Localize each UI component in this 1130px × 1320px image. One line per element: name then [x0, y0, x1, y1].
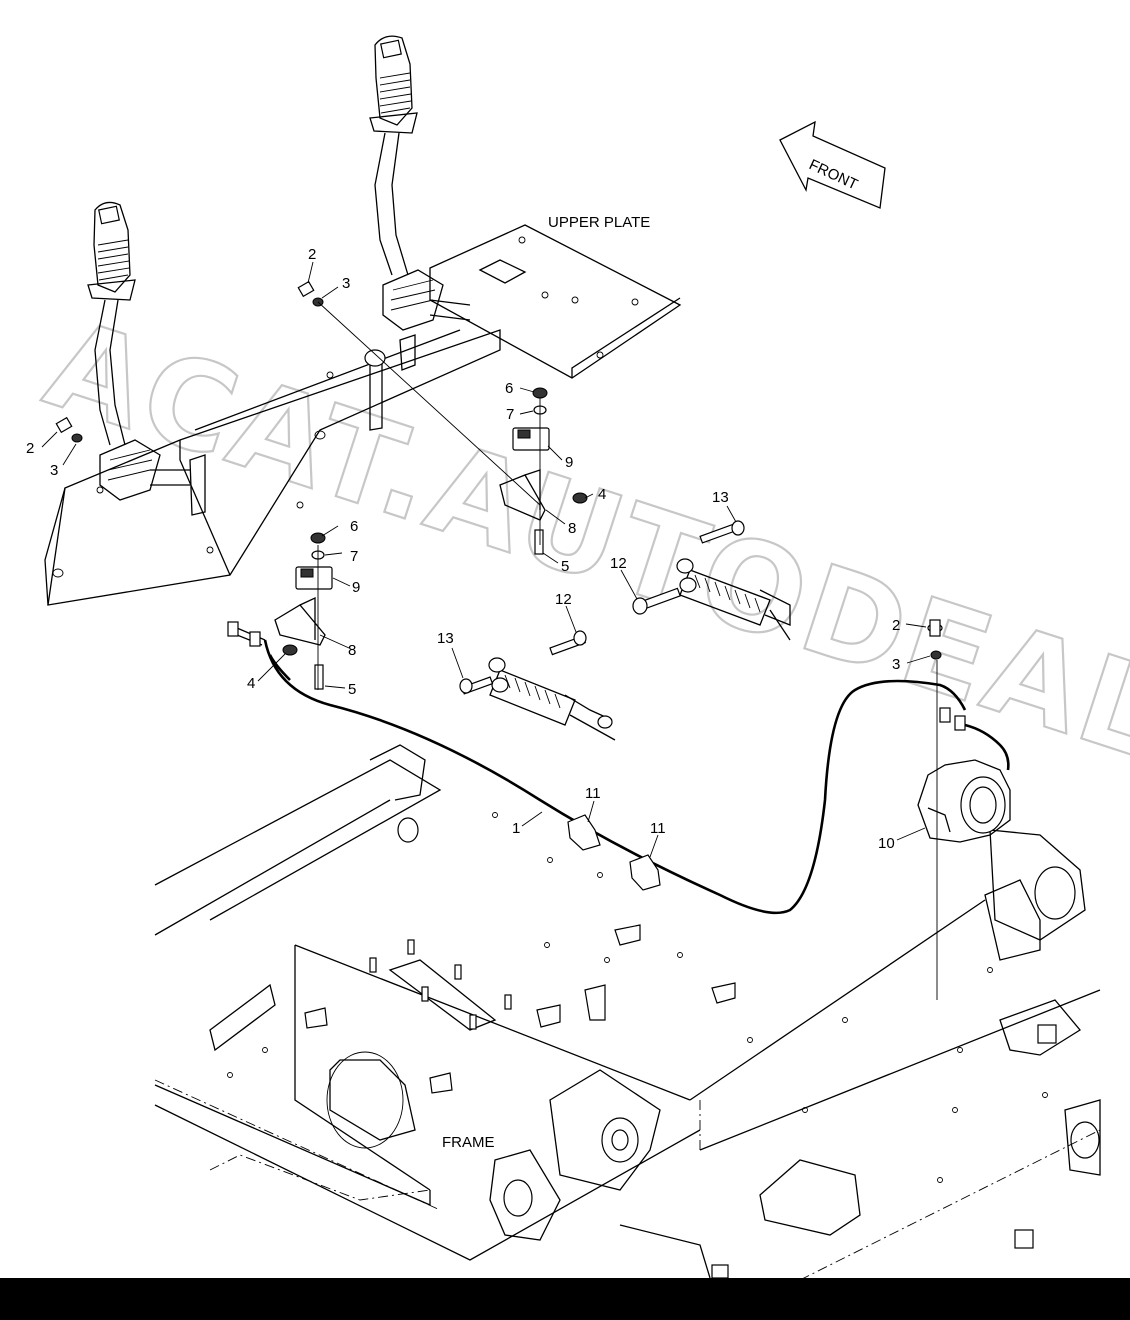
callout-13-lower: 13: [437, 630, 454, 647]
callout-7-upper: 7: [506, 406, 514, 423]
right-joystick: [369, 35, 471, 331]
callout-10-buzzer: 10: [878, 835, 895, 852]
frame-mount-clips: [304, 924, 736, 1094]
callout-11-right: 11: [650, 820, 666, 837]
callout-5-upper: 5: [561, 558, 569, 575]
callout-6-upper: 6: [505, 380, 513, 397]
callout-3-left: 3: [50, 462, 58, 479]
callout-2-right: 2: [892, 617, 900, 634]
gas-spring-upper: [632, 520, 791, 641]
callout-13-upper: 13: [712, 489, 729, 506]
callout-11-left: 11: [585, 785, 601, 802]
front-arrow: FRONT: [779, 120, 886, 209]
upper-plate-label: UPPER PLATE: [548, 214, 650, 231]
gas-spring-lower: [459, 630, 616, 741]
callout-9-upper: 9: [565, 454, 573, 471]
frame-holes: [227, 812, 1048, 1183]
washer-bolts-top-left: [55, 280, 541, 506]
callout-leaders: [41, 261, 931, 858]
lower-switch-assembly: [227, 532, 333, 690]
callout-4-lower: 4: [247, 675, 255, 692]
left-joystick: [87, 201, 190, 501]
callout-8-upper: 8: [568, 520, 576, 537]
console-bracket: [44, 329, 501, 606]
callout-numbers: 2 3 2 3 6 7 9 4 8 5 6 7 9 8 4 5 13 12 12…: [26, 246, 900, 852]
wire-harness: [263, 639, 1010, 915]
callout-2-left: 2: [26, 440, 34, 457]
callout-3-upper-left: 3: [342, 275, 350, 292]
exploded-parts-diagram: ACAT.AUTODEALER.RU: [26, 35, 1130, 1278]
upper-plate: [429, 224, 682, 379]
callout-5-lower: 5: [348, 681, 356, 698]
alarm-buzzer: [917, 619, 1011, 1000]
callout-6-lower: 6: [350, 518, 358, 535]
callout-12-upper: 12: [610, 555, 627, 572]
bottom-black-bar: [0, 1278, 1130, 1320]
machine-frame: [154, 744, 1101, 1278]
callout-2-upper-left: 2: [308, 246, 316, 263]
callout-12-lower: 12: [555, 591, 572, 608]
callout-9-lower: 9: [352, 579, 360, 596]
callout-1-harness: 1: [512, 820, 520, 837]
upper-switch-assembly: [499, 387, 588, 555]
callout-4-upper: 4: [598, 486, 606, 503]
frame-studs: [369, 939, 512, 1030]
callout-7-lower: 7: [350, 548, 358, 565]
callout-3-right: 3: [892, 656, 900, 673]
frame-label: FRAME: [442, 1134, 495, 1151]
callout-8-lower: 8: [348, 642, 356, 659]
